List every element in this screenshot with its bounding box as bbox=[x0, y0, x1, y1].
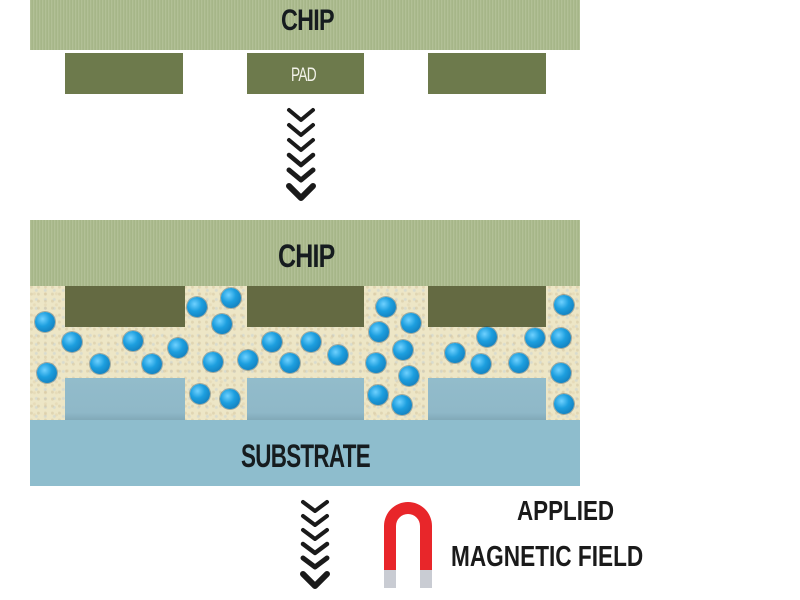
particle bbox=[262, 332, 282, 352]
substrate bbox=[30, 420, 580, 486]
top-pad-right bbox=[428, 53, 546, 94]
chevron-down-stack-icon bbox=[286, 108, 316, 201]
top-pad-left bbox=[65, 53, 183, 94]
substrate-pad-center bbox=[247, 378, 364, 421]
particle bbox=[525, 328, 545, 348]
substrate-pad-left bbox=[65, 378, 185, 421]
particle bbox=[399, 366, 419, 386]
particle bbox=[366, 353, 386, 373]
particle bbox=[142, 354, 162, 374]
chip-pad-right bbox=[428, 286, 546, 327]
substrate-pad-right bbox=[428, 378, 546, 421]
chip-pad-left bbox=[65, 286, 185, 327]
chip-pad-center bbox=[247, 286, 364, 327]
particle bbox=[190, 384, 210, 404]
particle bbox=[477, 327, 497, 347]
particle bbox=[509, 353, 529, 373]
particle bbox=[187, 297, 207, 317]
particle bbox=[551, 328, 571, 348]
particle bbox=[168, 338, 188, 358]
horseshoe-magnet-icon bbox=[384, 502, 432, 588]
particle bbox=[221, 288, 241, 308]
top-chip bbox=[30, 0, 580, 50]
particle bbox=[401, 313, 421, 333]
bonded-chip bbox=[30, 220, 580, 286]
particle bbox=[37, 363, 57, 383]
particle bbox=[393, 340, 413, 360]
particle bbox=[301, 332, 321, 352]
particle bbox=[220, 389, 240, 409]
top-chip-label: CHIP bbox=[281, 4, 335, 37]
top-pad-center bbox=[247, 53, 364, 94]
particle bbox=[62, 332, 82, 352]
particle bbox=[212, 314, 232, 334]
particle bbox=[90, 354, 110, 374]
particle bbox=[445, 343, 465, 363]
field-label-line1: APPLIED bbox=[517, 495, 615, 526]
chevron-down-stack-icon bbox=[300, 500, 330, 589]
particle bbox=[123, 331, 143, 351]
particle bbox=[376, 297, 396, 317]
particle bbox=[203, 352, 223, 372]
particle bbox=[369, 322, 389, 342]
substrate-label: SUBSTRATE bbox=[241, 438, 371, 474]
particle bbox=[471, 354, 491, 374]
bonded-chip-label: CHIP bbox=[278, 238, 335, 274]
particle bbox=[554, 295, 574, 315]
field-label-line2: MAGNETIC FIELD bbox=[451, 541, 644, 573]
particle bbox=[554, 394, 574, 414]
particle bbox=[392, 395, 412, 415]
pad-label: PAD bbox=[291, 65, 317, 86]
particle bbox=[280, 353, 300, 373]
particle bbox=[238, 350, 258, 370]
particle bbox=[551, 363, 571, 383]
particle bbox=[368, 385, 388, 405]
particle bbox=[35, 312, 55, 332]
particle bbox=[328, 345, 348, 365]
